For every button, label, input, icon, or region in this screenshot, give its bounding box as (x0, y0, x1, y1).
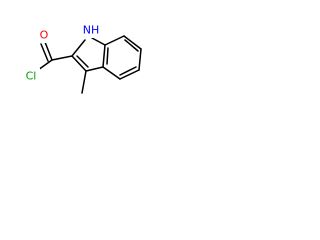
bond-c7a-c7 (104, 35, 125, 46)
bond-c2-carbonyl (51, 55, 73, 61)
bond-c2-c3 (71, 55, 87, 72)
bond-c4-c3a (102, 66, 121, 80)
bond-c7-c6-double (124, 39, 139, 52)
bond-c5-c4 (119, 69, 140, 80)
bond-carbonyl-o-double (40, 43, 49, 62)
nitrogen-label: NH (83, 24, 100, 37)
bond-c3a-c7a-double (106, 47, 109, 65)
bond-c3-c3a (85, 66, 104, 72)
atom-labels: NH O Cl (22, 22, 100, 84)
bond-c3-methyl (81, 70, 87, 94)
chlorine-label: Cl (26, 70, 37, 83)
bond-c7-c6 (123, 35, 142, 50)
bond-c6-c5 (138, 48, 142, 71)
bond-carbonyl-o (44, 41, 53, 61)
bond-c3a-c7a (102, 44, 106, 68)
bond-c7a-n1 (91, 37, 106, 46)
oxygen-label: O (40, 29, 49, 42)
indole-acid-chloride-structure: NH O Cl (22, 22, 142, 94)
bonds (37, 35, 142, 94)
bond-carbonyl-cl (37, 59, 53, 71)
bond-n1-c2 (71, 39, 86, 57)
bond-c5-c4-double (119, 66, 137, 76)
bond-c2-c3-double (76, 55, 89, 68)
